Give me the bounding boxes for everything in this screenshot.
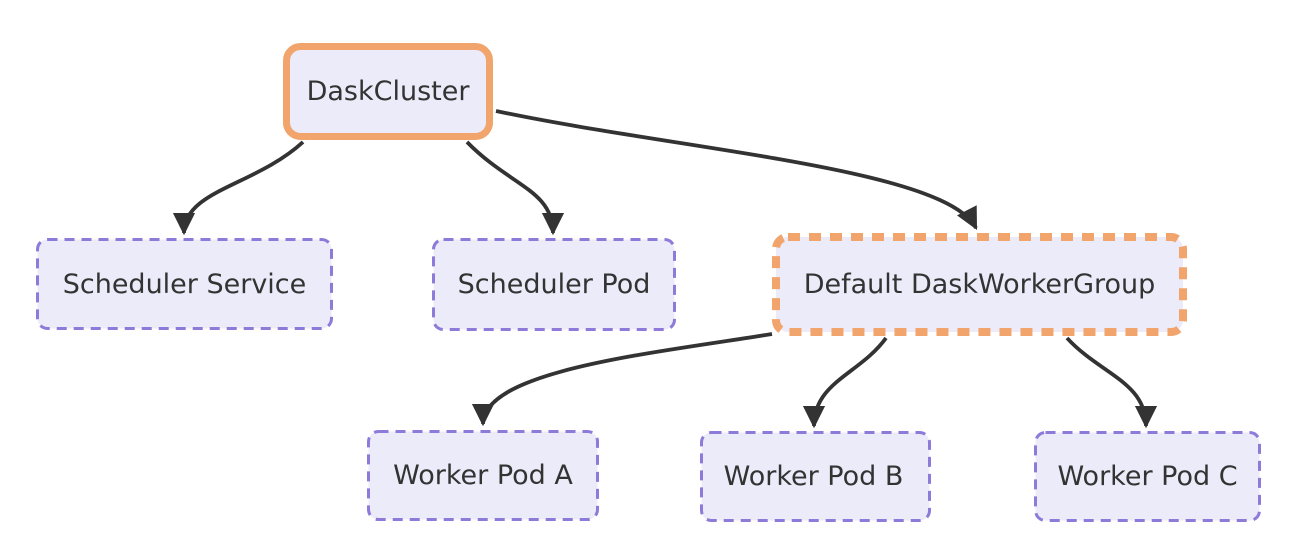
node-box-worker-pod-b (700, 431, 931, 522)
node-box-scheduler-pod (432, 238, 676, 331)
node-box-worker-pod-a (367, 430, 599, 521)
edge-daskcluster-to-scheduler-pod (465, 140, 565, 236)
edge-default-dask-worker-group-to-worker-pod-a (471, 332, 773, 427)
edge-default-dask-worker-group-to-worker-pod-c (1065, 336, 1158, 429)
edge-default-dask-worker-group-to-worker-pod-b (802, 336, 888, 429)
node-box-default-dask-worker-group (772, 233, 1187, 336)
edge-daskcluster-to-default-dask-worker-group (495, 109, 978, 230)
edge-daskcluster-to-scheduler-service (172, 140, 305, 236)
node-box-worker-pod-c (1034, 431, 1261, 522)
node-box-dask-cluster (283, 43, 493, 140)
node-box-scheduler-service (36, 238, 333, 330)
